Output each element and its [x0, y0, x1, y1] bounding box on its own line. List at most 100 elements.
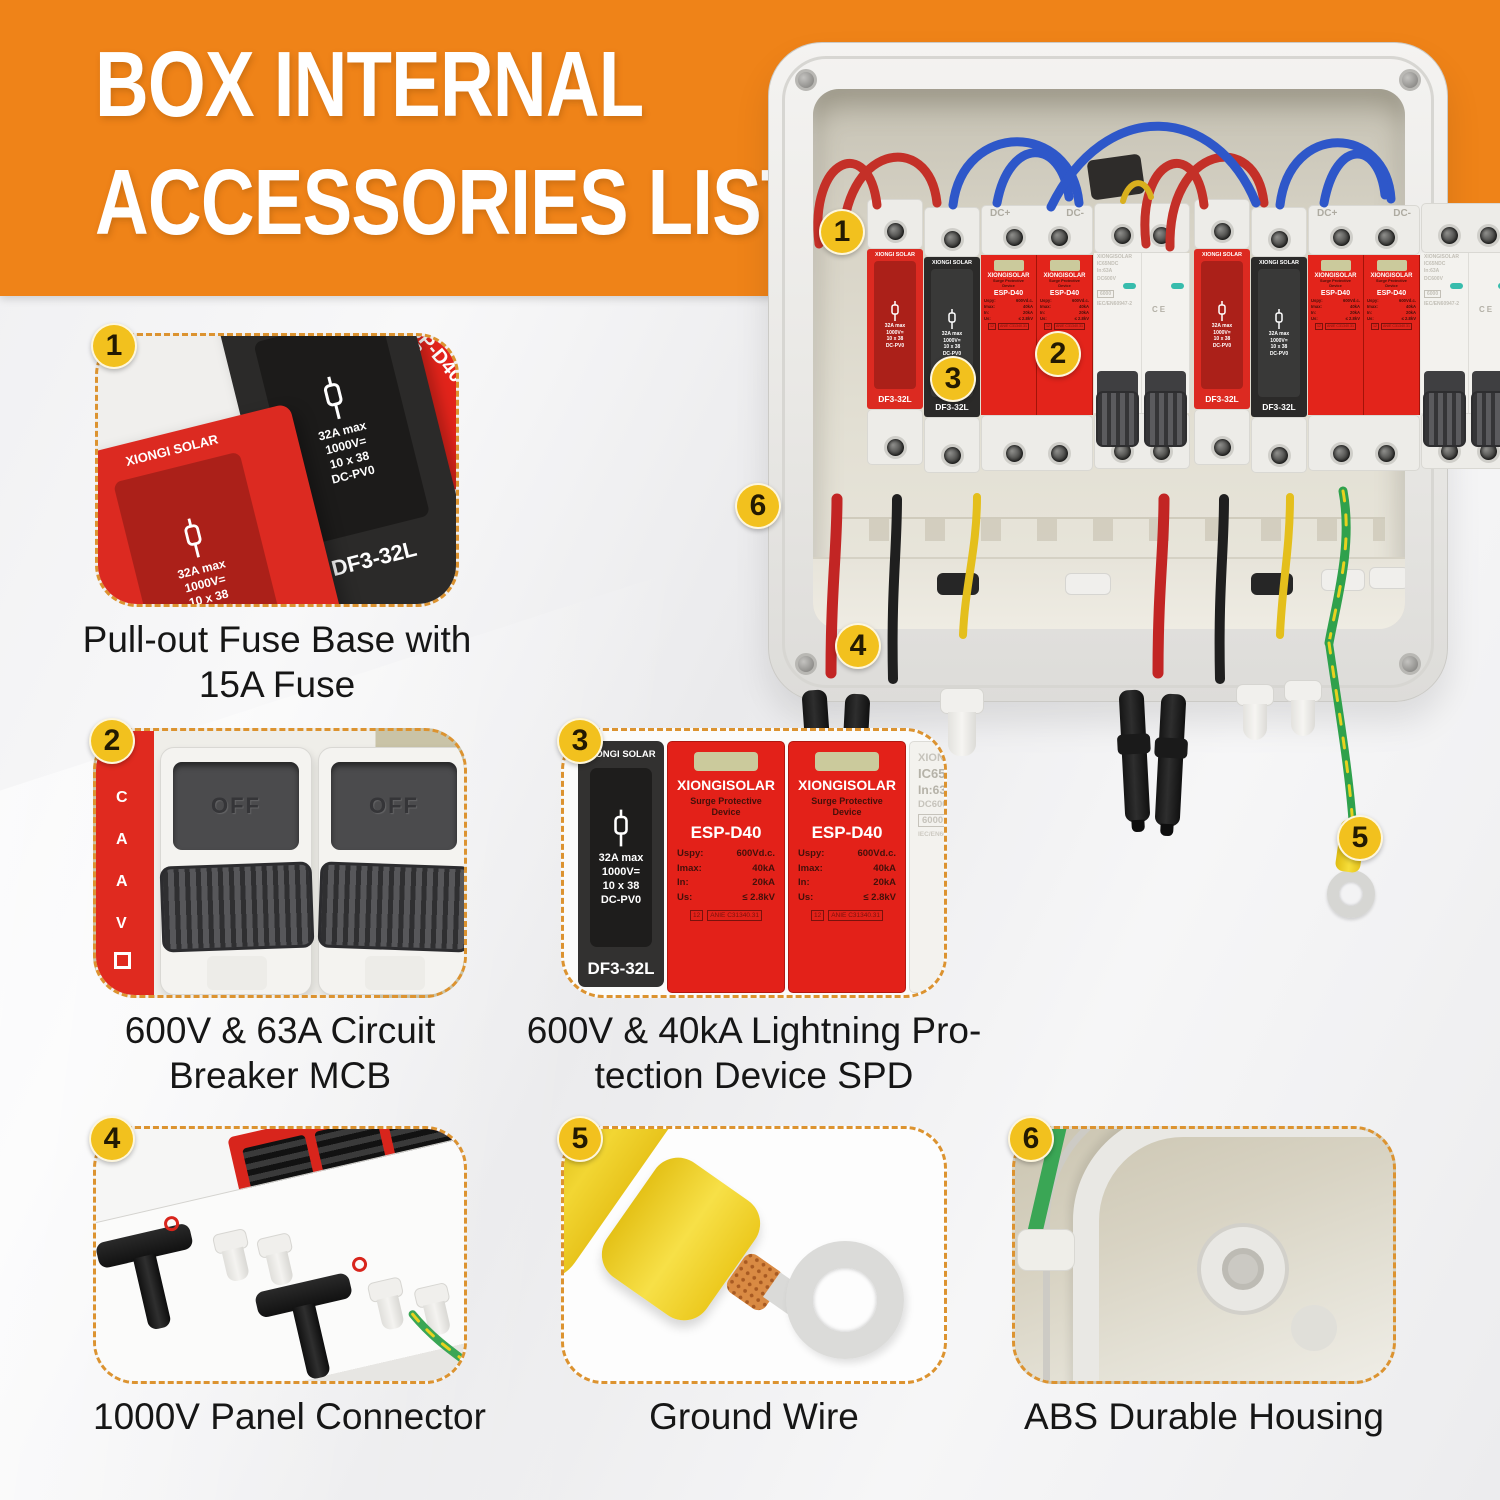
callout-2: 2	[1035, 331, 1081, 377]
mcb-body: XIONGISOLAR IC65NDC In:63A DC600V 6000 I…	[1094, 253, 1190, 447]
spd-pair: DC+ DC- XIONGISOLAR Surge Protective Dev…	[1308, 205, 1420, 471]
marker-dot	[350, 1255, 369, 1274]
callout-4: 4	[835, 623, 881, 669]
terminal-screw-icon	[1210, 436, 1234, 459]
breaker-unit: OFF	[317, 747, 464, 995]
terminal-block	[867, 409, 923, 465]
fuse-model: DF3-32L	[878, 394, 912, 404]
terminal-screw-icon	[883, 220, 907, 243]
callout-3: 3	[930, 356, 976, 402]
tile-badge-6: 6	[1008, 1116, 1054, 1162]
page-title-line2: ACCESSORIES LIST	[95, 150, 806, 254]
terminal-screw-icon	[1047, 226, 1071, 249]
tile-caption: Pull-out Fuse Base with 15A Fuse	[82, 619, 472, 705]
tile-badge-2: 2	[89, 718, 135, 764]
terminal-screw-icon	[940, 228, 964, 251]
mc4-connector	[1118, 689, 1151, 823]
mcb-breaker: XIONGISOLAR IC65NDC In:63A DC600V 6000 I…	[1421, 203, 1500, 469]
terminal-block	[981, 415, 1093, 471]
terminal-screw-icon	[1267, 228, 1291, 251]
tile-badge-5: 5	[557, 1116, 603, 1162]
fuse-symbol-icon	[323, 376, 343, 419]
breaker-toggle	[1144, 391, 1187, 447]
spd-window	[815, 752, 879, 771]
terminal-screw-icon	[1267, 444, 1291, 467]
callout-5: 5	[1337, 815, 1383, 861]
gland-nut	[1369, 567, 1405, 589]
red-module-edge: CAAV	[96, 731, 154, 995]
terminal-screw-icon	[883, 436, 907, 459]
fuse-symbol-icon	[184, 517, 202, 558]
spd-model: ESP-D40	[993, 290, 1024, 298]
callout-1: 1	[819, 209, 865, 255]
cable-gland	[1236, 684, 1274, 740]
tile-fuse-base: XIONGISOLAR ESP-D40 XIONGI SOLAR 32A max…	[83, 323, 471, 707]
tile-photo-mcb: CAAV OFF OFF	[93, 728, 467, 998]
spd-window	[1049, 260, 1080, 271]
terminal-block	[867, 199, 923, 249]
terminal-screw-icon	[1374, 442, 1398, 465]
status-indicator	[1171, 283, 1184, 289]
fuse-brand: XIONGI SOLAR	[874, 252, 916, 258]
ring-terminal	[786, 1241, 904, 1359]
ground-wire-svg	[408, 1310, 464, 1381]
spd-brand: XIONGISOLAR	[1043, 273, 1086, 279]
spd-window	[993, 260, 1024, 271]
tile-caption: 600V & 40kA Lightning Pro- tection Devic…	[526, 1010, 982, 1096]
off-label: OFF	[211, 793, 261, 818]
mc4-tee-connector	[96, 1222, 210, 1338]
breaker-toggle	[1423, 391, 1466, 447]
fuse-brand: XIONGI SOLAR	[931, 260, 973, 266]
terminal-block	[1094, 203, 1190, 253]
corner-screw-icon	[1399, 653, 1421, 675]
mcb-pole: XIONGISOLAR IC65NDC In:63A DC600V 6000 I…	[1094, 253, 1142, 447]
tile-mcb: CAAV OFF OFF 2 600V & 63A Circuit Breake…	[89, 718, 467, 1098]
spd-body: XIONGISOLAR Surge Protective Device ESP-…	[981, 255, 1093, 415]
terminal-screw-icon	[1150, 224, 1173, 247]
terminal-screw-icon	[1003, 442, 1027, 465]
corner-screw-icon	[795, 69, 817, 91]
terminal-screw-icon	[1330, 226, 1354, 249]
fuse-symbol-icon	[614, 809, 628, 846]
spd-pair: DC+ DC- XIONGISOLAR Surge Protective Dev…	[981, 205, 1093, 471]
ce-mark: CE	[1152, 305, 1168, 314]
gland-nut	[1065, 573, 1111, 595]
cable-gland	[211, 1227, 256, 1284]
mounting-boss-small	[1291, 1305, 1337, 1351]
terminal-screw-icon	[940, 444, 964, 467]
dc-minus-label: DC-	[1393, 208, 1411, 219]
tile-badge-1: 1	[91, 323, 137, 369]
cable-gland	[1284, 680, 1322, 736]
breaker-toggle	[1471, 391, 1500, 447]
tile-caption: Ground Wire	[649, 1396, 859, 1437]
mcb-pole: CE	[1142, 253, 1190, 447]
breaker-toggle	[317, 861, 464, 953]
breaker-unit: OFF	[159, 747, 315, 995]
tile-caption: 600V & 63A Circuit Breaker MCB	[124, 1010, 436, 1096]
tile-photo-housing	[1012, 1126, 1396, 1384]
gland-nut	[937, 573, 979, 595]
mc4-connector	[1154, 693, 1187, 827]
dc-minus-label: DC-	[1066, 208, 1084, 219]
terminal-block	[924, 207, 980, 257]
mcb-pole: XIONGISOLAR IC65NDC In:63A DC600V 6000 I…	[1421, 253, 1469, 447]
gland-nut	[1321, 569, 1365, 591]
terminal-screw-icon	[1003, 226, 1027, 249]
spd-module: XIONGISOLAR Surge Protective Device ESP-…	[1308, 255, 1364, 415]
terminal-block	[924, 417, 980, 473]
ce-mark: CE	[1479, 305, 1495, 314]
